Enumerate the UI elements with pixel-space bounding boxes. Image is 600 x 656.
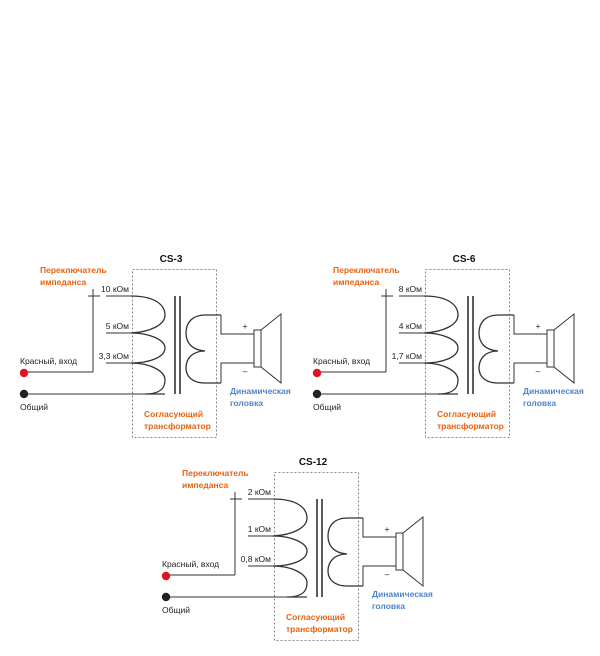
speaker-wire-plus [362,518,396,538]
primary-coil [423,295,459,395]
diagram-title: CS-3 [160,254,183,265]
tap-label: 10 кОм [101,284,129,294]
input-label: Красный, вход [313,356,370,366]
common-terminal [19,389,29,399]
diagram-title: CS-12 [299,457,328,468]
input-terminal [312,368,322,378]
input-label: Красный, вход [20,356,77,366]
secondary-coil [478,314,514,384]
tap-label: 0,8 кОм [241,554,272,564]
plus-sign: + [243,321,248,331]
speaker-magnet [546,329,555,368]
common-label: Общий [313,402,341,412]
plus-sign: + [385,524,390,534]
transformer-label: Согласующий [437,409,496,419]
tap-label: 1 кОм [248,524,271,534]
speaker-wire-minus [220,362,254,383]
speaker-label: Динамическая [523,386,584,396]
input-label: Красный, вход [162,559,219,569]
tap-label: 8 кОм [399,284,422,294]
secondary-coil [185,314,221,384]
primary-coil [130,295,166,395]
common-label: Общий [162,605,190,615]
speaker-label: головка [372,601,405,611]
transformer-label: трансформатор [144,421,211,431]
common-label: Общий [20,402,48,412]
transformer-label: Согласующий [286,612,345,622]
speaker-wire-minus [513,362,547,383]
switch-label: Переключатель [333,265,400,275]
switch-label: Переключатель [40,265,107,275]
speaker-label: головка [523,398,556,408]
tap-label: 1,7 кОм [392,351,423,361]
tap-label: 4 кОм [399,321,422,331]
secondary-coil [327,517,363,587]
speaker-cone [260,312,282,385]
transformer-label: трансформатор [437,421,504,431]
minus-sign: – [243,366,248,376]
common-terminal [161,592,171,602]
speaker-label: головка [230,398,263,408]
speaker-wire-plus [513,315,547,335]
primary-coil [272,498,308,598]
speaker-cone [553,312,575,385]
input-terminal [19,368,29,378]
diagram-title: CS-6 [453,254,476,265]
speaker-wire-plus [220,315,254,335]
transformer-label: трансформатор [286,624,353,634]
transformer-box [274,472,359,641]
switch-label: импеданса [333,277,379,287]
speaker-magnet [395,532,404,571]
common-terminal [312,389,322,399]
tap-label: 2 кОм [248,487,271,497]
tap-label: 5 кОм [106,321,129,331]
input-terminal [161,571,171,581]
switch-label: импеданса [182,480,228,490]
transformer-box [132,269,217,438]
plus-sign: + [536,321,541,331]
minus-sign: – [385,569,390,579]
switch-label: Переключатель [182,468,249,478]
speaker-wire-minus [362,565,396,586]
speaker-magnet [253,329,262,368]
minus-sign: – [536,366,541,376]
speaker-cone [402,515,424,588]
speaker-label: Динамическая [230,386,291,396]
tap-label: 3,3 кОм [99,351,130,361]
transformer-box [425,269,510,438]
switch-label: импеданса [40,277,86,287]
transformer-label: Согласующий [144,409,203,419]
speaker-label: Динамическая [372,589,433,599]
